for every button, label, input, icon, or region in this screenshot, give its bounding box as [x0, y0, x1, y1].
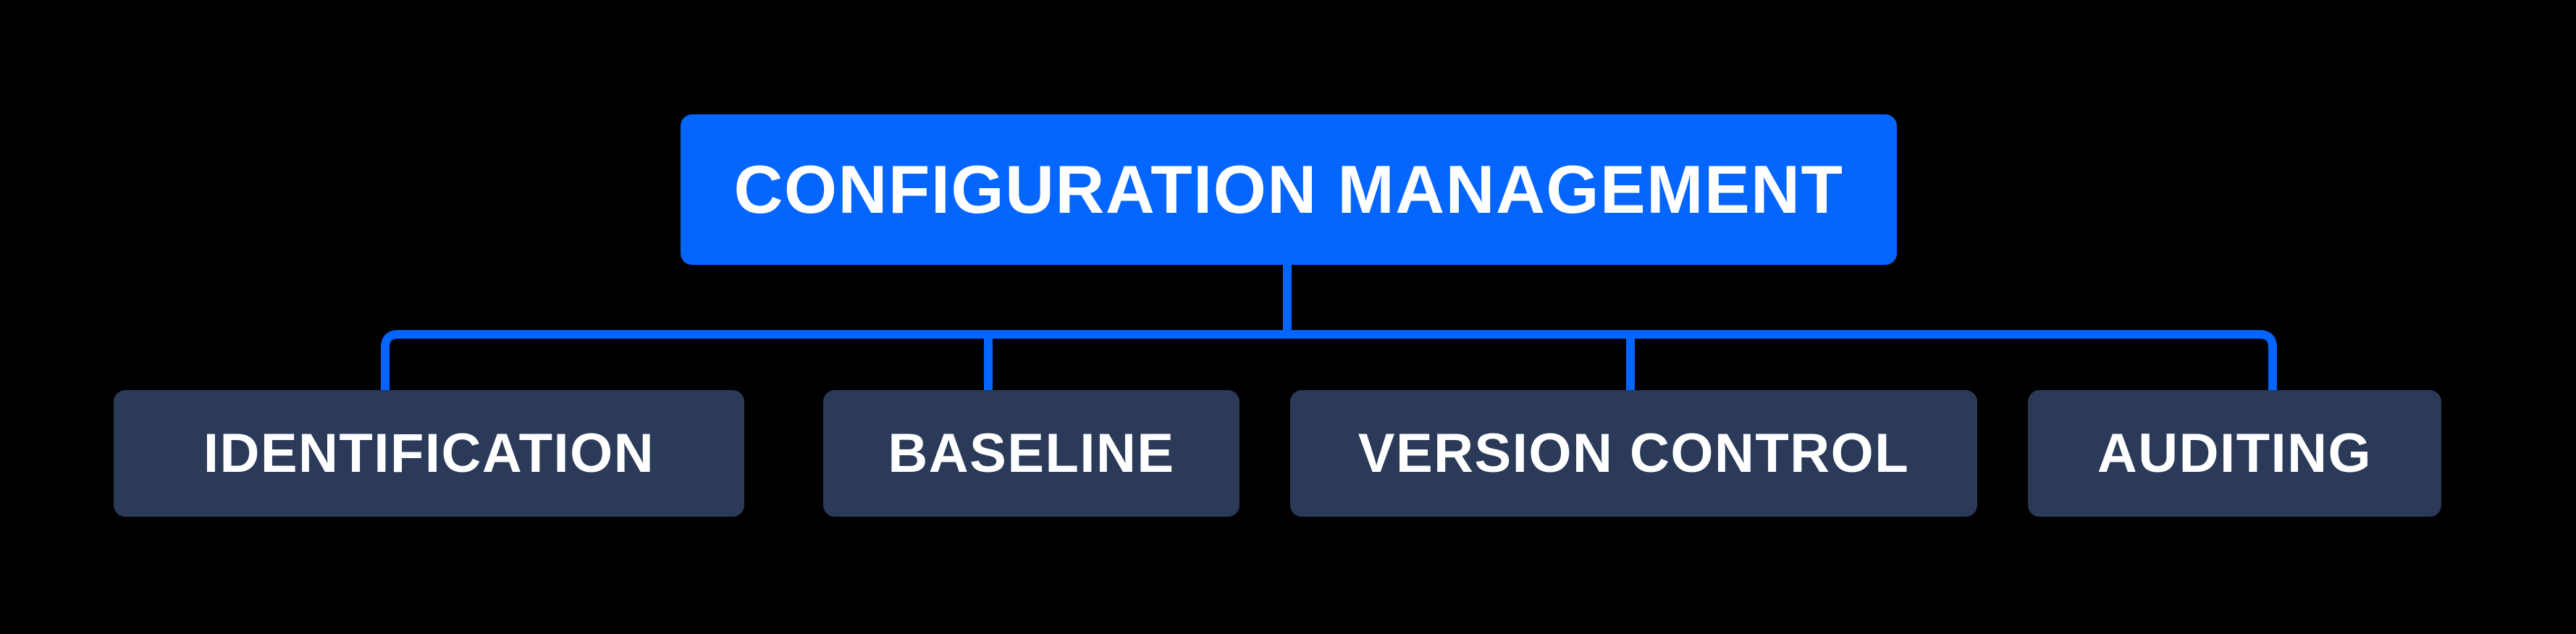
child-node-label: AUDITING	[2097, 423, 2373, 484]
connector-rail	[381, 330, 2277, 392]
child-node-label: VERSION CONTROL	[1358, 423, 1910, 484]
child-node-identification: IDENTIFICATION	[114, 390, 744, 517]
child-node-baseline: BASELINE	[823, 390, 1239, 517]
child-node-label: BASELINE	[888, 423, 1175, 484]
child-node-version-control: VERSION CONTROL	[1290, 390, 1977, 517]
child-node-auditing: AUDITING	[2028, 390, 2441, 517]
child-node-label: IDENTIFICATION	[203, 423, 655, 484]
connector-group	[381, 261, 2277, 392]
root-node-label: CONFIGURATION MANAGEMENT	[733, 151, 1844, 227]
root-node-configuration-management: CONFIGURATION MANAGEMENT	[681, 114, 1897, 265]
